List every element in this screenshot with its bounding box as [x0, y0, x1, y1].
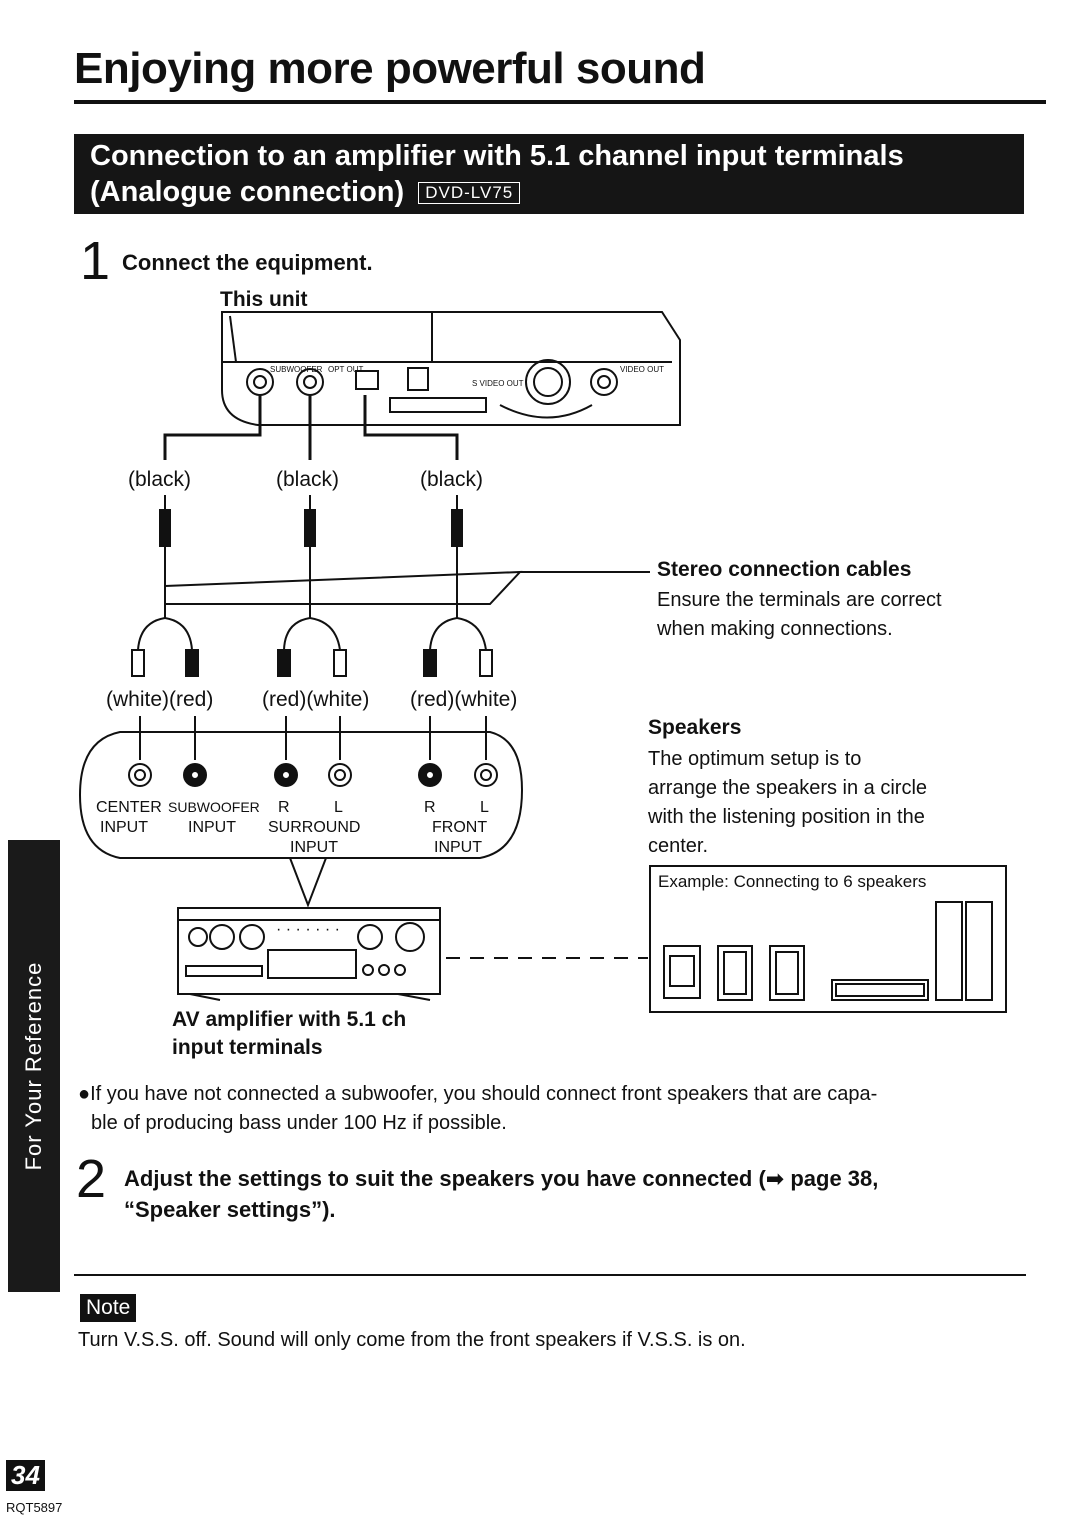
port-label-video: VIDEO OUT	[620, 365, 664, 374]
stereo-cable-3	[423, 495, 493, 677]
plug-color-black-1: (black)	[128, 468, 191, 491]
dvd-unit-illustration	[221, 311, 681, 426]
note-badge: Note	[80, 1294, 137, 1322]
cable-bracket	[164, 570, 650, 605]
speakers-text-2: arrange the speakers in a circle	[648, 777, 928, 799]
speakers-example-caption: Example: Connecting to 6 speakers	[658, 872, 927, 891]
divider	[74, 1274, 1026, 1276]
stereo-cable-1	[131, 495, 199, 677]
step2-line1: Adjust the settings to suit the speakers…	[124, 1166, 879, 1191]
terminal-front: FRONT	[432, 819, 487, 836]
stereo-cables-label: Stereo connection cables	[657, 558, 912, 581]
terminal-front-l: L	[480, 799, 489, 816]
page-number: 34	[6, 1460, 45, 1491]
amp-label-line2: input terminals	[172, 1036, 323, 1059]
plug-color-surround: (red)(white)	[262, 688, 369, 711]
terminal-surround-r: R	[278, 799, 290, 816]
banner-line2: (Analogue connection) DVD-LV75	[90, 176, 521, 209]
port-label-opt-out: OPT OUT	[328, 365, 364, 374]
stereo-cable-2	[277, 495, 347, 677]
bullet-note-line1: ●If you have not connected a subwoofer, …	[78, 1083, 878, 1105]
terminal-center-input: INPUT	[100, 819, 148, 836]
plug-color-black-3: (black)	[420, 468, 483, 491]
document-code: RQT5897	[6, 1500, 63, 1515]
speakers-text-4: center.	[648, 835, 709, 857]
section-banner: Connection to an amplifier with 5.1 chan…	[74, 134, 1024, 214]
terminal-subwoofer: SUBWOOFER	[168, 799, 260, 815]
plug-color-front: (red)(white)	[410, 688, 517, 711]
terminal-front-input: INPUT	[434, 839, 482, 856]
stereo-cables-text-2: when making connections.	[657, 618, 893, 640]
speakers-text-1: The optimum setup is to	[648, 748, 862, 770]
banner-line1: Connection to an amplifier with 5.1 chan…	[90, 140, 904, 172]
banner-line2-text: (Analogue connection)	[90, 176, 405, 208]
step1-number: 1	[80, 231, 111, 291]
step1-text: Connect the equipment.	[122, 250, 373, 275]
step2-line2: “Speaker settings”).	[124, 1197, 336, 1222]
side-tab-label: For Your Reference	[21, 961, 46, 1171]
plug-color-center-sub: (white)(red)	[106, 688, 213, 711]
stereo-cables-text-1: Ensure the terminals are correct	[657, 589, 942, 611]
terminal-center: CENTER	[96, 799, 162, 816]
terminal-surround-input: INPUT	[290, 839, 338, 856]
port-label-subwoofer: SUBWOOFER	[270, 365, 323, 374]
plug-color-black-2: (black)	[276, 468, 339, 491]
unit-cables	[163, 395, 459, 460]
terminal-surround: SURROUND	[268, 819, 360, 836]
speakers-text-3: with the listening position in the	[648, 806, 925, 828]
terminal-front-r: R	[424, 799, 436, 816]
note-text: Turn V.S.S. off. Sound will only come fr…	[78, 1329, 746, 1351]
panel-pointer	[289, 857, 327, 908]
side-section-tab: For Your Reference	[8, 840, 60, 1292]
amplifier-terminal-panel	[78, 716, 524, 859]
amp-label-line1: AV amplifier with 5.1 ch	[172, 1008, 406, 1031]
this-unit-label: This unit	[220, 288, 308, 311]
title-rule	[74, 100, 1046, 104]
speakers-example-box	[649, 865, 1007, 1013]
amp-dots: · · · · · · ·	[276, 921, 340, 938]
av-amplifier-illustration	[177, 907, 441, 1001]
speakers-label: Speakers	[648, 716, 742, 739]
step2-number: 2	[76, 1149, 107, 1209]
terminal-subwoofer-input: INPUT	[188, 819, 236, 836]
terminal-surround-l: L	[334, 799, 343, 816]
page-title: Enjoying more powerful sound	[74, 44, 706, 93]
port-label-svideo: S VIDEO OUT	[472, 379, 524, 388]
bullet-note-line2: ble of producing bass under 100 Hz if po…	[91, 1112, 507, 1134]
model-badge: DVD-LV75	[418, 182, 521, 205]
